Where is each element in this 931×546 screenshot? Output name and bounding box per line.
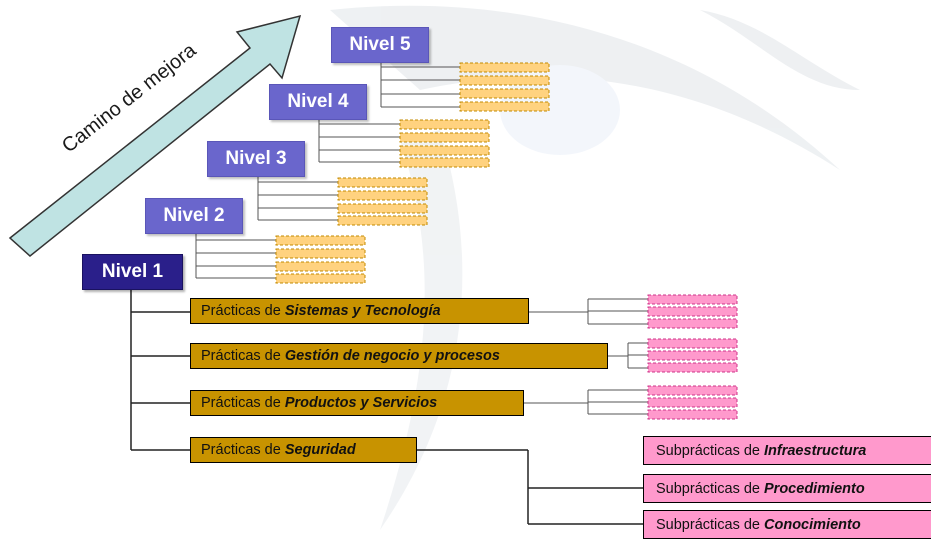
practice-name: Productos y Servicios [284, 395, 438, 411]
level1-trunk [130, 288, 190, 451]
practice-prefix: Prácticas de [201, 395, 285, 411]
level5-subitems [380, 60, 550, 112]
subpractice-name: Conocimiento [764, 516, 861, 533]
practice-box-sistemas: Prácticas de Sistemas y Tecnología [190, 298, 529, 324]
subpractice-box-procedimiento: Subprácticas de Procedimiento [643, 474, 931, 503]
practice-name: Seguridad [284, 442, 356, 458]
subpractice-name: Procedimiento [764, 480, 865, 497]
subpractice-prefix: Subprácticas de [656, 442, 765, 459]
practice-name: Sistemas y Tecnología [284, 303, 441, 319]
practice-prefix: Prácticas de [201, 303, 285, 319]
practice1-subitems [529, 294, 738, 329]
practice-box-productos: Prácticas de Productos y Servicios [190, 390, 524, 416]
practice-prefix: Prácticas de [201, 442, 285, 458]
subpractice-prefix: Subprácticas de [656, 516, 765, 533]
level-3-box: Nivel 3 [207, 141, 305, 177]
subpractice-box-infraestructura: Subprácticas de Infraestructura [643, 436, 931, 465]
practice-box-seguridad: Prácticas de Seguridad [190, 437, 417, 463]
level2-subitems [195, 232, 366, 284]
level-4-box: Nivel 4 [269, 84, 367, 120]
improvement-arrow [8, 14, 302, 257]
level3-subitems [257, 175, 428, 226]
practice-name: Gestión de negocio y procesos [284, 348, 500, 364]
subpractice-prefix: Subprácticas de [656, 480, 765, 497]
practice-box-gestion: Prácticas de Gestión de negocio y proces… [190, 343, 608, 369]
practice4-connectors [417, 449, 643, 525]
subpractice-box-conocimiento: Subprácticas de Conocimiento [643, 510, 931, 539]
level-1-box: Nivel 1 [82, 254, 183, 290]
practice2-subitems [608, 338, 738, 373]
practice3-subitems [524, 385, 738, 420]
practice-prefix: Prácticas de [201, 348, 285, 364]
subpractice-name: Infraestructura [764, 442, 867, 459]
level4-subitems [318, 117, 490, 168]
level-2-box: Nivel 2 [145, 198, 243, 234]
watermark-swoosh [330, 5, 860, 530]
level-5-box: Nivel 5 [331, 27, 429, 63]
